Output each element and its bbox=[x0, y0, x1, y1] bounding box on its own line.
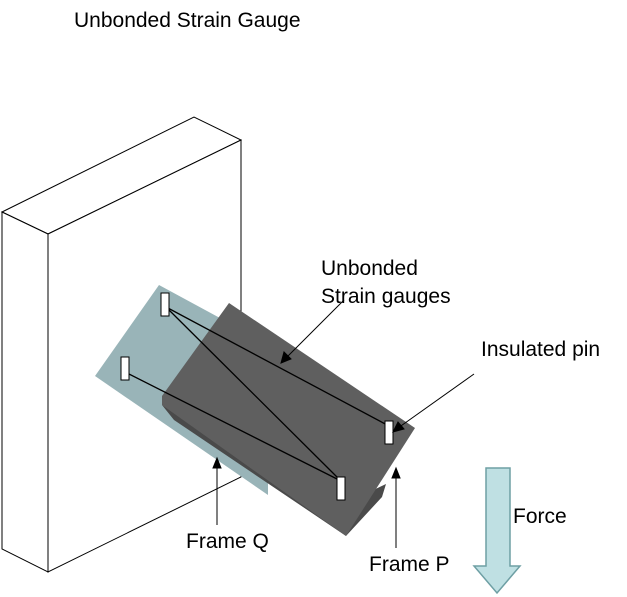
frame-p-pointer-head bbox=[391, 466, 401, 479]
diagram-title: Unbonded Strain Gauge bbox=[74, 9, 301, 32]
pin-pointer-line bbox=[397, 373, 475, 429]
wall-front-face bbox=[1, 211, 49, 573]
label-frame-p: Frame P bbox=[369, 553, 450, 576]
pin-q-lower bbox=[120, 356, 130, 381]
label-frame-q: Frame Q bbox=[186, 530, 269, 553]
frame-q-pointer-head bbox=[212, 456, 222, 469]
gauges-pointer-head bbox=[280, 351, 292, 364]
pin-p-right bbox=[384, 420, 394, 445]
wire-diagonal bbox=[165, 306, 342, 482]
pin-p-lower bbox=[336, 476, 346, 501]
insulated-pins bbox=[120, 292, 394, 501]
frame-p-face bbox=[162, 303, 415, 536]
label-force: Force bbox=[513, 505, 567, 528]
pin-q-upper bbox=[160, 292, 170, 317]
callout-arrows bbox=[212, 299, 475, 548]
label-strain-gauges: Strain gauges bbox=[321, 285, 451, 308]
wire-lower bbox=[124, 371, 342, 482]
force-arrow bbox=[472, 467, 522, 595]
pin-pointer-head bbox=[392, 421, 405, 433]
label-unbonded: Unbonded bbox=[321, 257, 418, 280]
gauges-pointer-line bbox=[285, 299, 345, 359]
label-insulated-pin: Insulated pin bbox=[481, 338, 600, 361]
strain-gauge-wires bbox=[124, 306, 390, 482]
frame-p bbox=[162, 303, 415, 536]
wire-upper bbox=[165, 306, 390, 427]
